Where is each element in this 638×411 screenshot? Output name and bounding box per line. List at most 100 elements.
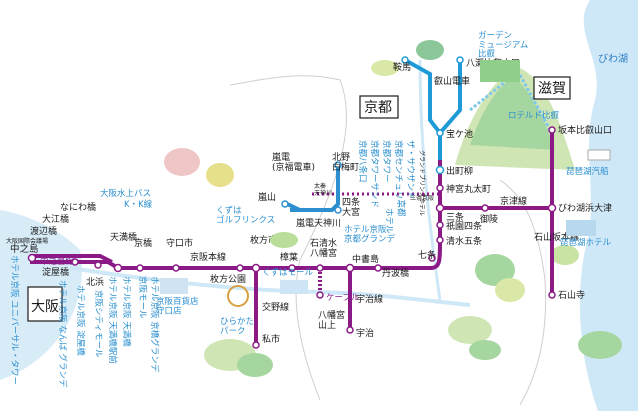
station-dot-yodoyabashi[interactable] [71,258,79,266]
region-osaka: 大阪 [31,299,59,315]
attr-keihan-dept: 京阪百貨店守口店 [156,296,199,316]
label-tambabashi: 丹波橋 [382,267,409,279]
station-dot-hamaotsu[interactable] [547,203,557,213]
hill-kurama [371,60,399,76]
hill-shiga [551,245,579,265]
hill-hirakata-2 [237,353,273,377]
hiei-ropeway [469,68,521,112]
station-dot-hirakatakoen[interactable] [236,264,244,272]
label-temmabashi: 天満橋 [110,231,137,243]
hieizan-peak [470,78,555,150]
region-shiga: 滋賀 [538,81,566,97]
attr-tower-sando: 京都タワーサンド [369,140,380,208]
nakanoshima-line[interactable] [30,254,113,264]
attr-kuzuha-golf: くずはゴルフリンクス [216,205,275,225]
station-dot-misasagi[interactable] [481,204,489,212]
label-osaka-intl: 大阪国際会議場 [6,237,48,245]
kyoto-label-box [359,95,399,119]
station-dot-nakanoshima[interactable] [27,253,37,263]
label-takaragaike: 宝ケ池 [446,128,473,140]
attr-hotel-namba: ホテル京阪 なんば グランデ [57,280,68,388]
label-katano: 交野線 [262,301,289,313]
garden-museum-illustration [480,60,520,82]
label-cable: ケーブル [326,292,360,303]
hill-uji-2 [495,278,525,302]
attr-hirakata-park: ひらかたパーク [220,317,254,336]
station-dot-ishiyamadera[interactable] [548,291,556,299]
station-dot-hachimangu[interactable] [316,291,324,299]
label-keishin: 京津線 [500,195,527,207]
golf-green-illustration [270,232,298,248]
attr-hotel-kyobashi: ホテル京阪 京橋グランデ [149,276,160,373]
attr-kyoto-tower: 京都タワー [381,140,392,183]
region-labels: 大阪 京都 滋賀 びわ湖 [27,53,628,322]
attr-hotel-universal: ホテル京阪 ユニバーサル・タワー [9,255,20,385]
hill-shiga-south [578,331,622,359]
station-dot-kuzuha[interactable] [288,264,296,272]
kuzuha-mall-illustration [280,280,308,294]
station-dot-arashiyama[interactable] [281,200,289,208]
station-dot-uji[interactable] [346,326,354,334]
label-ishiyamadera: 石山寺 [558,290,585,301]
label-randen-tenjingawa: 嵐電天神川 [296,217,341,229]
label-demachiyanagi: 出町柳 [446,165,473,177]
station-dot-kiyomizugojo[interactable] [436,236,444,244]
station-dot-kurama[interactable] [401,56,409,64]
label-eizan: 叡山電車 [434,75,470,87]
station-dot-kyobashi[interactable] [136,264,144,272]
label-chushojima: 中書島 [352,253,379,265]
label-kurama: 鞍馬 [393,61,411,73]
label-misasagi: 御陵 [480,213,498,225]
station-dot-takaragaike[interactable] [436,129,444,137]
station-dot-shijoomiya[interactable] [334,206,342,214]
station-dot-shichijo[interactable] [428,254,436,262]
attr-kyoto-hachijo: 京都八条口 [357,140,368,183]
station-labels: 中之島 大阪国際会議場 渡辺橋 大江橋 なにわ橋 淀屋橋 北浜 天満橋 京橋 大… [6,57,612,345]
label-hirakatashi: 枚方市 [250,234,277,246]
label-kitahama: 北浜 [86,277,104,288]
station-markers [27,56,557,349]
label-kuzuha: 樟葉 [280,251,298,263]
label-nakanoshima: 中之島 [10,243,39,255]
station-dot-demachiyanagi[interactable] [435,165,445,175]
prefecture-border [229,75,347,401]
station-dot-kitano[interactable] [334,161,342,169]
station-dot-temmabashi[interactable] [113,263,123,273]
attr-city-mall: 京阪シティモール [93,290,104,358]
label-sakamoto: 坂本比叡山口 [558,124,612,136]
label-kyobashi: 京橋 [134,237,152,249]
region-kyoto: 京都 [364,100,392,116]
label-shichijo: 七条 [418,249,436,261]
lake-biwa [579,0,638,411]
hill-uji-4 [469,340,501,360]
eizan-yase-branch[interactable] [438,60,462,135]
station-dot-hirakatashi[interactable] [251,263,261,273]
station-dot-sanjo[interactable] [435,203,445,213]
station-dot-jingu[interactable] [436,184,444,192]
label-suijo-bus: 大阪水上バス [100,188,151,199]
station-dot-chushojima[interactable] [345,263,355,273]
station-dot-iwashimizu[interactable] [316,264,324,272]
label-nakanoshima-line: 中之島線 [40,256,75,267]
station-dot-kitahama[interactable] [94,261,102,269]
label-uzumasa: 太秦 [314,182,326,190]
attr-hotel-kyoto-grande: ホテル京阪京都グランデ [344,224,396,244]
attr-good-nature: ザ・サウザンド京都 [396,140,415,217]
kamo-river [418,59,442,301]
label-yodoyabashi: 淀屋橋 [42,266,69,278]
station-dot-moriguchishi[interactable] [172,264,180,272]
osaka-label-box [27,286,63,322]
station-dot-gionshijo[interactable] [436,221,444,229]
attr-hotel-tenmabashi2: ホテル京阪 天満橋 [121,276,132,347]
station-dot-kisaichi[interactable] [252,341,260,349]
hill-uji-1 [475,254,515,286]
station-dot-tambabashi[interactable] [374,264,382,272]
hill-uji-3 [448,316,492,344]
yodo-river [69,266,471,307]
hill-yellow [206,163,234,187]
attr-biwako-hotel: 琵琶湖ホテル [560,238,612,248]
eizan-line[interactable] [404,58,442,160]
label-uji-line: 宇治線 [356,293,383,305]
station-dot-sakamoto[interactable] [548,126,556,134]
station-dot-yase[interactable] [456,56,464,64]
